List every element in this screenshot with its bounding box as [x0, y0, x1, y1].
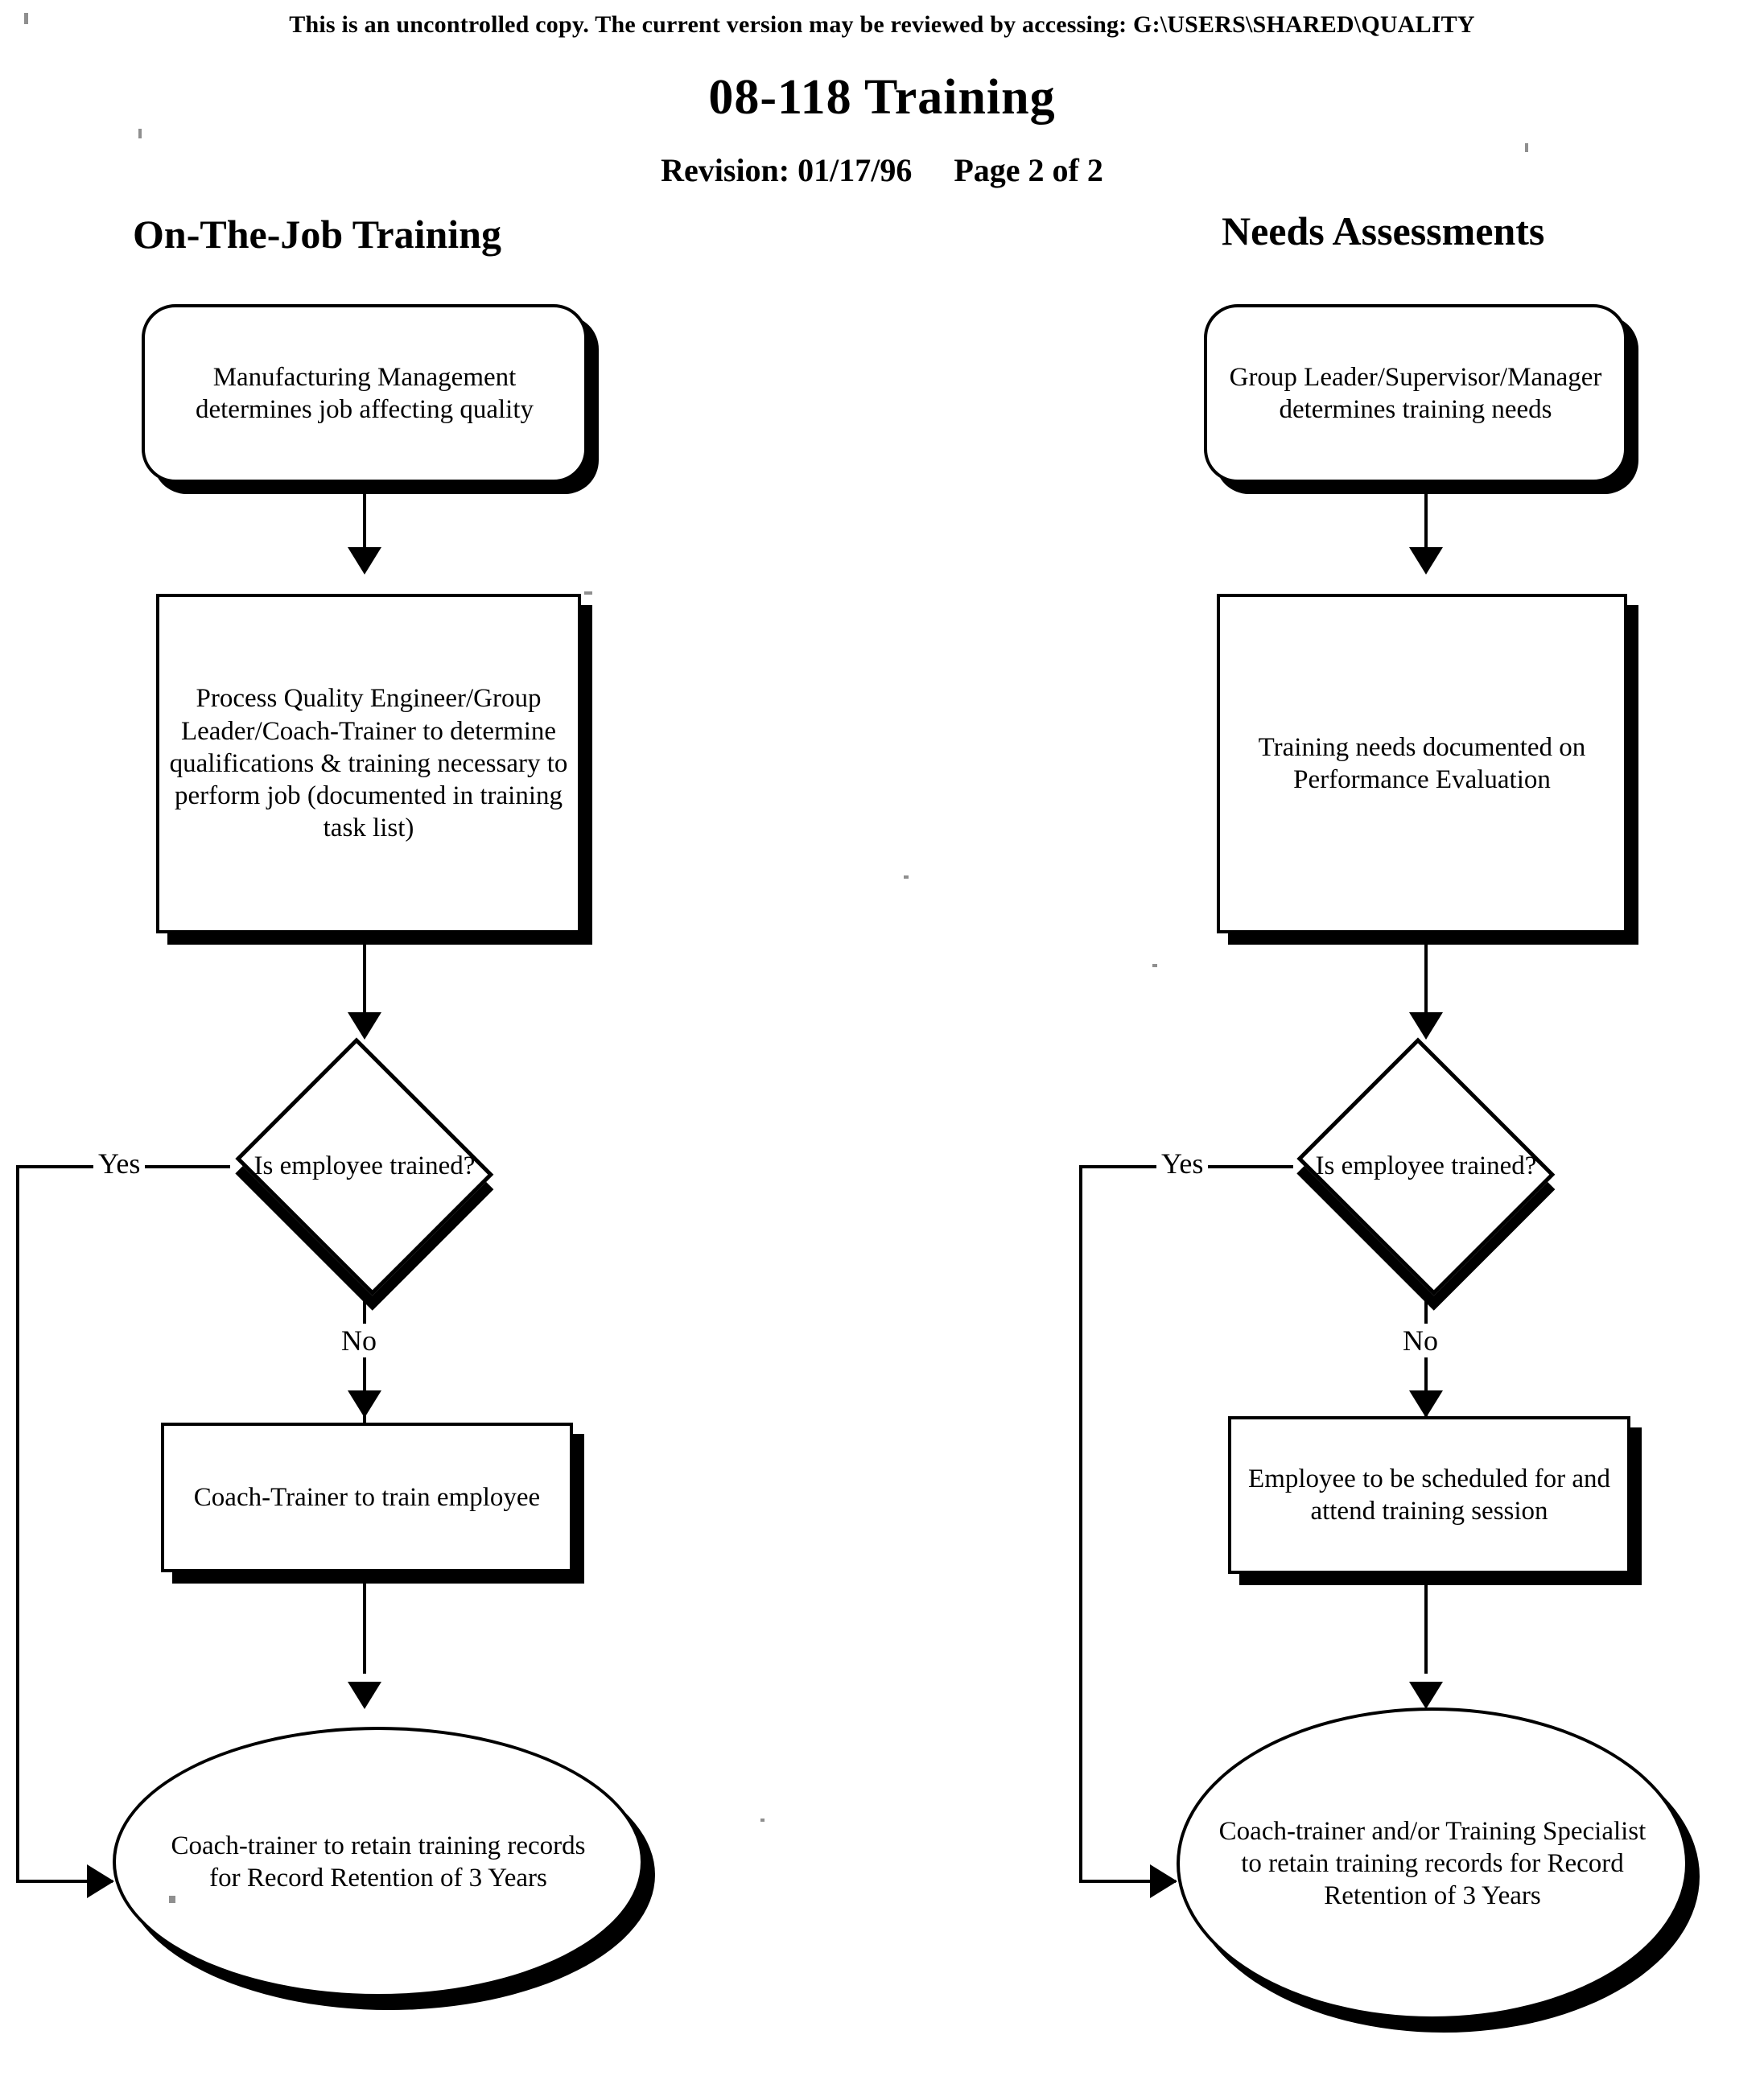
- branch-label-na-yes: Yes: [1156, 1147, 1209, 1180]
- scan-speck: [24, 13, 28, 24]
- arrowhead-na-start-to-document: [1409, 547, 1443, 575]
- revision-line: Revision: 01/17/96 Page 2 of 2: [0, 151, 1764, 189]
- arrowhead-otj-process-to-decision: [348, 1012, 381, 1040]
- flow-node-na-schedule: Employee to be scheduled for and attend …: [1228, 1416, 1630, 1574]
- scan-speck: [138, 129, 142, 138]
- branch-label-na-no: No: [1398, 1324, 1443, 1357]
- flow-node-text: Is employee trained?: [1315, 1151, 1537, 1181]
- connector-otj-start-to-process: [363, 483, 366, 555]
- flow-node-text: Manufacturing Management determines job …: [195, 362, 534, 424]
- flow-node-na-document: Training needs documented on Performance…: [1217, 594, 1627, 933]
- flow-node-otj-end: Coach-trainer to retain training records…: [113, 1727, 644, 1997]
- arrowhead-otj-start-to-process: [348, 547, 381, 575]
- arrowhead-na-yes-to-end: [1150, 1864, 1177, 1898]
- arrowhead-na-no-to-schedule: [1409, 1390, 1443, 1418]
- flow-node-otj-train: Coach-Trainer to train employee: [161, 1423, 573, 1572]
- connector-na-yes-vertical: [1079, 1165, 1082, 1883]
- arrowhead-otj-train-to-end: [348, 1682, 381, 1709]
- branch-label-otj-yes: Yes: [93, 1147, 146, 1180]
- page-title: 08-118 Training: [708, 70, 1056, 125]
- branch-label-otj-no: No: [336, 1324, 381, 1357]
- arrowhead-otj-no-to-train: [348, 1390, 381, 1418]
- scan-speck: [1525, 143, 1528, 152]
- flow-node-text: Process Quality Engineer/Group Leader/Co…: [169, 684, 568, 843]
- page-label: Page 2 of 2: [954, 152, 1103, 188]
- arrowhead-na-document-to-decision: [1409, 1012, 1443, 1040]
- flow-node-text: Is employee trained?: [253, 1151, 476, 1181]
- flow-node-na-end: Coach-trainer and/or Training Specialist…: [1177, 1707, 1688, 2020]
- arrowhead-otj-yes-to-end: [87, 1864, 114, 1898]
- column-heading-needs-assessments: Needs Assessments: [1222, 208, 1545, 253]
- revision-label: Revision: 01/17/96: [661, 152, 913, 188]
- flow-node-text: Coach-Trainer to train employee: [193, 1482, 541, 1512]
- flow-node-text: Training needs documented on Performance…: [1258, 732, 1586, 794]
- flow-node-otj-process: Process Quality Engineer/Group Leader/Co…: [156, 594, 581, 933]
- connector-na-schedule-to-end: [1424, 1574, 1428, 1674]
- arrowhead-na-schedule-to-end: [1409, 1682, 1443, 1709]
- scan-speck: [584, 591, 592, 595]
- connector-otj-train-to-end: [363, 1572, 366, 1674]
- flow-node-text: Employee to be scheduled for and attend …: [1248, 1464, 1610, 1526]
- scan-speck: [760, 1819, 765, 1822]
- flow-node-text: Coach-trainer to retain training records…: [171, 1831, 586, 1893]
- connector-otj-process-to-decision: [363, 933, 366, 1022]
- scan-speck: [904, 875, 909, 879]
- connector-otj-yes-return: [16, 1880, 113, 1883]
- flow-node-text: Coach-trainer and/or Training Specialist…: [1218, 1816, 1647, 1911]
- flow-node-na-start: Group Leader/Supervisor/Manager determin…: [1204, 304, 1627, 483]
- scan-speck: [169, 1896, 175, 1903]
- flow-node-otj-start: Manufacturing Management determines job …: [142, 304, 587, 483]
- connector-na-document-to-decision: [1424, 933, 1428, 1022]
- connector-otj-yes-vertical: [16, 1165, 19, 1883]
- flow-node-na-decision: Is employee trained?: [1289, 1037, 1563, 1296]
- scan-speck: [1152, 964, 1157, 967]
- flow-node-text: Group Leader/Supervisor/Manager determin…: [1229, 362, 1602, 424]
- uncontrolled-copy-notice: This is an uncontrolled copy. The curren…: [289, 11, 1475, 38]
- column-heading-on-the-job-training: On-The-Job Training: [133, 212, 501, 257]
- connector-na-yes-return: [1079, 1880, 1176, 1883]
- connector-na-start-to-document: [1424, 483, 1428, 555]
- flow-node-otj-decision: Is employee trained?: [228, 1037, 501, 1296]
